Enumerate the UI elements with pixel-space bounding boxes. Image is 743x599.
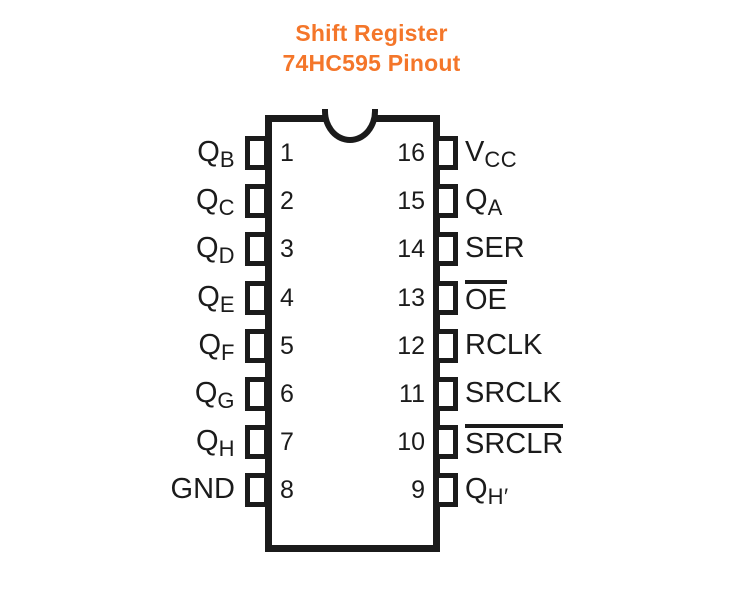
pin-number-9: 9 <box>411 476 425 505</box>
diagram-title: Shift Register 74HC595 Pinout <box>0 18 743 78</box>
pin-label-4: QE <box>197 280 235 317</box>
pin-number-12: 12 <box>397 331 425 360</box>
pin-number-14: 14 <box>397 235 425 264</box>
pin-label-13: OE <box>465 279 725 317</box>
pin-leg-11 <box>434 377 458 411</box>
pin-label-3: QD <box>196 232 235 269</box>
pin-number-7: 7 <box>280 428 294 457</box>
pin-number-16: 16 <box>397 139 425 167</box>
pin-leg-8 <box>245 473 269 508</box>
pin-label-9: QH′ <box>465 473 509 510</box>
pin-leg-12 <box>434 328 458 363</box>
pin-label-8: GND <box>170 473 235 506</box>
pin-label-12: RCLK <box>465 328 543 361</box>
pin-number-4: 4 <box>280 283 294 312</box>
pin-leg-14 <box>434 232 458 267</box>
pin-leg-15 <box>434 184 458 219</box>
pin-number-13: 13 <box>397 283 425 312</box>
pin-leg-7 <box>245 425 269 460</box>
pin-number-15: 15 <box>397 187 425 216</box>
pin-number-5: 5 <box>280 331 294 360</box>
pin-leg-10 <box>434 425 458 460</box>
pin-label-14: SER <box>465 232 525 265</box>
pin-label-2: QC <box>196 184 235 221</box>
pin-label-16: VCC <box>465 136 518 172</box>
pin-label-10: SRCLR <box>465 424 725 461</box>
pin-number-8: 8 <box>280 476 294 505</box>
pin-leg-3 <box>245 232 269 267</box>
pin-label-6: QG <box>194 377 235 413</box>
pin-number-1: 1 <box>280 139 294 167</box>
pin-leg-2 <box>245 184 269 219</box>
pin-leg-9 <box>434 473 458 508</box>
pin-leg-6 <box>245 377 269 411</box>
pin-label-15: QA <box>465 184 503 221</box>
title-line-2: 74HC595 Pinout <box>282 50 461 76</box>
pin-number-2: 2 <box>280 187 294 216</box>
pin-number-10: 10 <box>397 428 425 457</box>
pin-leg-16 <box>434 136 458 170</box>
pin-number-3: 3 <box>280 235 294 264</box>
pin-label-5: QF <box>198 328 235 365</box>
pin-label-7: QH <box>196 425 235 462</box>
pin-number-11: 11 <box>399 380 425 408</box>
pin-leg-4 <box>245 280 269 315</box>
pin-label-11: SRCLK <box>465 377 562 409</box>
pin-leg-1 <box>245 136 269 170</box>
title-line-1: Shift Register <box>295 20 448 46</box>
pin-leg-5 <box>245 328 269 363</box>
pin-number-6: 6 <box>280 380 294 408</box>
pin-label-1: QB <box>197 136 235 172</box>
pin-leg-13 <box>434 280 458 315</box>
